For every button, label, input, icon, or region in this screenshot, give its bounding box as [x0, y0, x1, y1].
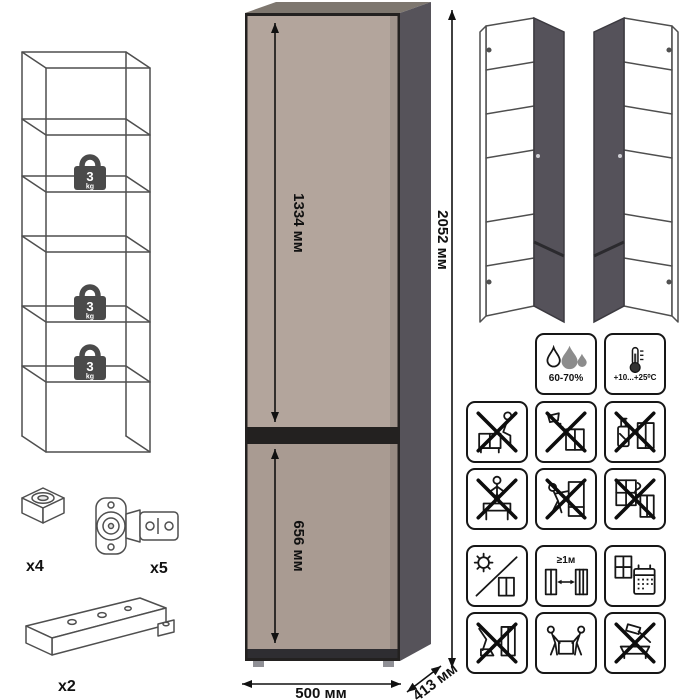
no-spills-icon [535, 401, 597, 463]
open-cabinet-right-hinged [593, 16, 679, 324]
lower-door-shade [390, 444, 398, 649]
no-foot-pressure-icon [466, 612, 528, 674]
temperature-range-label: +10...+25⁰C [613, 373, 657, 382]
door-knob [536, 154, 540, 158]
no-open-window-icon [604, 468, 666, 530]
temperature-icon: +10...+25⁰C [604, 333, 666, 395]
open-cabinet-left-hinged [479, 16, 565, 324]
cabinet-foot-left [253, 661, 264, 667]
humidity-icon: 60-70% [535, 333, 597, 395]
wireframe-frame [21, 51, 151, 453]
base-strip-count: x2 [58, 678, 76, 695]
cabinet-3d [245, 2, 431, 667]
water-drops-icon [546, 344, 587, 369]
door-split-line [593, 240, 625, 258]
cabinet-wireframe: 3 kg 3 kg 3 kg [21, 51, 151, 453]
shelf-load-weight: 3 kg [74, 284, 106, 321]
cabinet-side-face [400, 2, 431, 661]
hinge-icon [95, 497, 179, 555]
wireframe-shelves [21, 118, 151, 383]
carry-with-two-icon [535, 612, 597, 674]
upper-door-shade [390, 16, 398, 427]
door-split-line [533, 240, 565, 258]
shelf-load-value: 3 [86, 169, 93, 184]
cabinet-plinth [247, 649, 398, 658]
open-door-panel [533, 16, 565, 324]
cabinet-foot-right [383, 661, 394, 667]
open-door-panel [593, 16, 625, 324]
shelf-load-unit: kg [86, 374, 94, 381]
open-cabinet-body [479, 17, 535, 323]
dim-depth-label: 413 мм [410, 660, 461, 700]
base-strip-icon [25, 597, 175, 656]
dim-upper-door-label: 1334 мм [290, 193, 307, 253]
dim-line-depth [406, 665, 442, 693]
no-sitting-icon [466, 401, 528, 463]
heater-distance-icon: ≥1м [535, 545, 597, 607]
no-solvents-icon [604, 401, 666, 463]
dim-total-height-label: 2052 мм [434, 210, 451, 270]
humidity-range-label: 60-70% [548, 372, 584, 384]
open-cabinet-body [623, 17, 679, 323]
shelf-load-weight: 3 kg [74, 344, 106, 381]
shelf-load-unit: kg [86, 184, 94, 191]
shelf-load-unit: kg [86, 314, 94, 321]
no-impact-icon [604, 612, 666, 674]
door-knob [618, 154, 622, 158]
adjustable-foot-icon [21, 487, 65, 524]
shelf-load-value: 3 [86, 359, 93, 374]
feet-count: x4 [26, 558, 44, 575]
cabinet-lower-door [247, 444, 398, 649]
acclimatization-icon [604, 545, 666, 607]
thermometer-icon [629, 346, 644, 373]
no-standing-icon [466, 468, 528, 530]
shelf-load-weight: 3 kg [74, 154, 106, 191]
dim-width-label: 500 мм [295, 685, 346, 700]
hinges-count: x5 [150, 560, 168, 577]
dim-lower-door-label: 656 мм [290, 520, 307, 571]
cabinet-upper-door [247, 16, 398, 427]
avoid-direct-sunlight-icon [466, 545, 528, 607]
heater-distance-label: ≥1м [556, 554, 576, 566]
shelf-load-value: 3 [86, 299, 93, 314]
cabinet-top-face [245, 2, 431, 13]
no-pushing-icon [535, 468, 597, 530]
